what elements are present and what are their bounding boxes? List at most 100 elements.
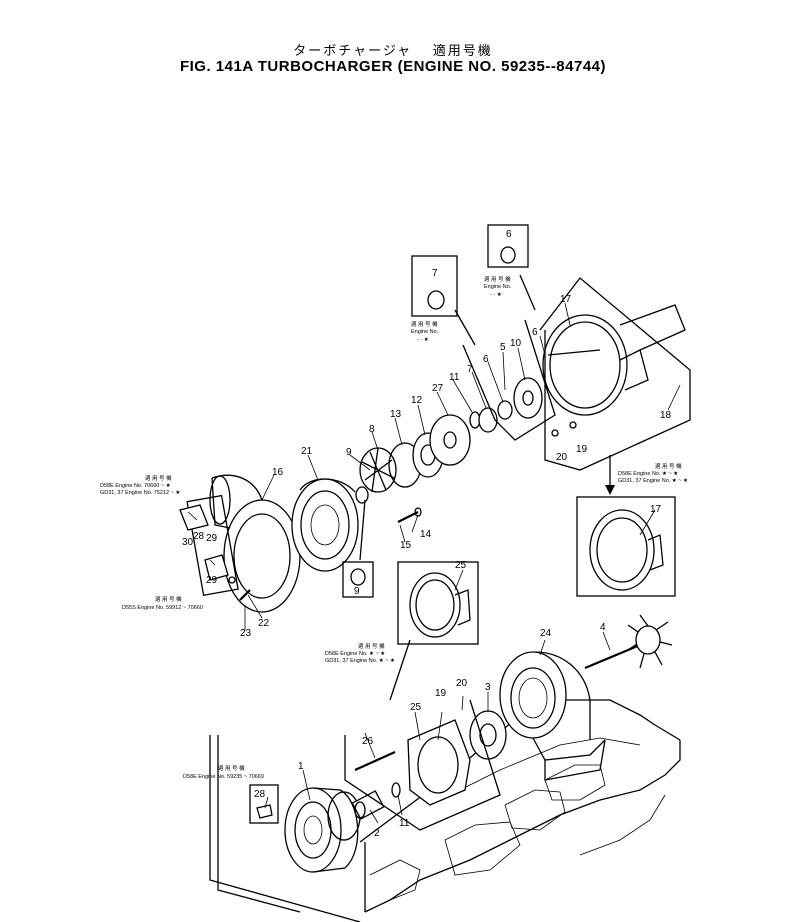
svg-text:D58E Engine No. ★ ~ ★: D58E Engine No. ★ ~ ★ — [325, 650, 385, 657]
leader-lines — [187, 302, 681, 824]
svg-text:適 用 号 機: 適 用 号 機 — [655, 462, 682, 470]
arrow-from-collar-7 — [454, 309, 476, 346]
callout-29: 29 — [206, 575, 218, 586]
compressor-wheel-8 — [359, 447, 397, 493]
svg-text:D58E Engine No. 70660 ~ ★: D58E Engine No. 70660 ~ ★ — [100, 482, 171, 489]
callout-6-b: 6 — [532, 327, 538, 338]
svg-text:GD31, 37 Engine No. ★ ~ ★: GD31, 37 Engine No. ★ ~ ★ — [325, 657, 395, 664]
svg-text:適 用 号 機: 適 用 号 機 — [411, 320, 438, 328]
callout-18: 18 — [660, 410, 672, 421]
part-28-variant — [256, 804, 273, 819]
callout-20-upper: 20 — [556, 452, 568, 463]
v-band-clamp-25-variant — [409, 572, 471, 638]
callout-9-a: 9 — [346, 447, 352, 458]
callout-1: 1 — [298, 761, 304, 772]
callout-6-a: 6 — [483, 354, 489, 365]
callout-29-b: 29 — [206, 533, 218, 544]
callout-23: 23 — [240, 628, 252, 639]
turbine-housing-24 — [499, 651, 606, 781]
arrow-to-nut-9 — [359, 499, 366, 561]
svg-text:適 用 号 機: 適 用 号 機 — [155, 595, 182, 603]
callout-19-upper: 19 — [576, 444, 588, 455]
callout-28-a: 28 — [193, 531, 205, 542]
sleeve-6-variant — [500, 246, 516, 264]
callout-25-variant: 25 — [455, 560, 467, 571]
callout-16: 16 — [272, 467, 284, 478]
note-part-7: 適 用 号 機 Engine No. - - ★ — [411, 320, 439, 343]
callout-5: 5 — [500, 342, 506, 353]
callout-21: 21 — [301, 446, 313, 457]
svg-text:D55S Engine No. 59912 ~ 70660: D55S Engine No. 59912 ~ 70660 — [122, 605, 203, 611]
v-band-clamp-17-upper — [542, 314, 649, 416]
note-part-17: 適 用 号 機 D58E Engine No. ★ ~ ★ GD31, 37 E… — [618, 462, 688, 484]
callout-4: 4 — [600, 622, 606, 633]
turbine-wheel-4 — [584, 614, 673, 670]
bolt-23 — [239, 589, 251, 601]
callout-19-lower: 19 — [435, 688, 447, 699]
callout-30: 30 — [182, 537, 194, 548]
note-part-6: 適 用 号 機 Engine No. - - ★ — [484, 275, 512, 298]
plate-27 — [429, 414, 471, 466]
thrust-bearing-10 — [513, 377, 543, 419]
plate-25-lower — [407, 719, 471, 806]
svg-text:適 用 号 機: 適 用 号 機 — [358, 642, 385, 650]
callout-22: 22 — [258, 618, 270, 629]
svg-text:GD31, 37 Engine No. 75212 ~ ★: GD31, 37 Engine No. 75212 ~ ★ — [100, 489, 180, 496]
arrow-from-sleeve-6 — [519, 274, 536, 311]
callout-17-upper: 17 — [560, 294, 572, 305]
callout-25-lower: 25 — [410, 702, 422, 713]
collar-7-variant — [427, 290, 445, 310]
callout-27: 27 — [432, 383, 444, 394]
v-band-clamp-17-variant — [589, 509, 664, 591]
figure-title: FIG. 141A TURBOCHARGER (ENGINE NO. 59235… — [179, 58, 607, 75]
callout-7-a: 7 — [467, 364, 473, 375]
callout-2: 2 — [374, 828, 380, 839]
callout-14: 14 — [420, 529, 432, 540]
svg-text:Engine No.: Engine No. — [484, 284, 512, 290]
note-part-29: 適 用 号 機 D55S Engine No. 59912 ~ 70660 — [122, 595, 203, 611]
callout-13: 13 — [390, 409, 402, 420]
callout-11-upper: 11 — [449, 372, 460, 383]
clamp-17-variant-box — [576, 496, 676, 597]
callout-7-variant: 7 — [432, 268, 438, 279]
svg-text:適 用 号 機: 適 用 号 機 — [484, 275, 511, 283]
nut-9-variant — [350, 568, 366, 586]
svg-text:- - ★: - - ★ — [490, 291, 502, 298]
nut-9 — [355, 486, 369, 504]
callout-3: 3 — [485, 682, 491, 693]
svg-text:- - ★: - - ★ — [417, 336, 429, 343]
callout-10: 10 — [510, 338, 522, 349]
svg-text:適 用 号 機: 適 用 号 機 — [218, 764, 245, 772]
part-28-variant-box — [249, 784, 279, 824]
clamp-25-variant-box — [397, 561, 479, 645]
clamp-body-18 — [619, 304, 686, 351]
figure-title-japanese: ターボチャージャ 適用号機 — [293, 43, 493, 58]
callout-15: 15 — [400, 540, 412, 551]
arrow-to-clamp-25 — [389, 639, 411, 701]
svg-text:Engine No.: Engine No. — [411, 329, 439, 335]
assembly-frame-lower — [344, 699, 501, 831]
callout-12: 12 — [411, 395, 423, 406]
callout-11-lower: 11 — [399, 818, 410, 829]
svg-text:D58E Engine No. 59235 ~ 70669: D58E Engine No. 59235 ~ 70669 — [183, 774, 264, 780]
nut-20-upper — [551, 429, 559, 437]
housing-frame-left — [217, 735, 301, 913]
bushing-2 — [351, 790, 385, 820]
compressor-housing-1 — [284, 787, 361, 873]
svg-text:適 用 号 機: 適 用 号 機 — [145, 474, 172, 482]
washer-19-upper — [569, 421, 577, 429]
sleeve-6-variant-box — [487, 224, 529, 268]
clamp-frame-upper — [539, 277, 691, 471]
gasket-29-box — [186, 494, 239, 596]
arrowhead-clamp-17 — [605, 485, 615, 495]
callout-8: 8 — [369, 424, 375, 435]
note-part-28: 適 用 号 機 D58E Engine No. 59235 ~ 70669 — [183, 764, 264, 780]
svg-text:GD31, 37 Engine No. ★ ~ ★: GD31, 37 Engine No. ★ ~ ★ — [618, 477, 688, 484]
collar-7-variant-box — [411, 255, 458, 317]
callout-9-variant: 9 — [354, 586, 360, 597]
callout-26: 26 — [362, 736, 374, 747]
backplate-21 — [291, 478, 359, 572]
callout-28-variant: 28 — [254, 789, 266, 800]
note-part-16: 適 用 号 機 D58E Engine No. 70660 ~ ★ GD31, … — [100, 474, 180, 496]
